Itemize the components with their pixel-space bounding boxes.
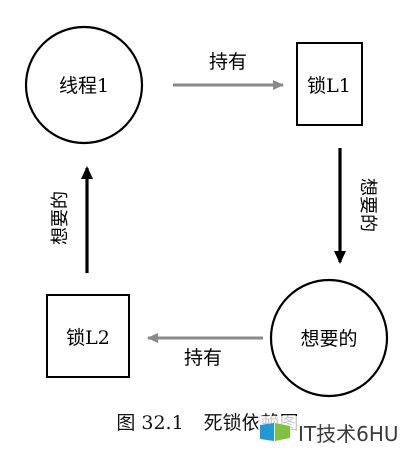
node-lock2: 锁L2 <box>46 294 130 378</box>
edge-wants-right-label: 想要的 <box>357 178 378 232</box>
edge-holds-top-label: 持有 <box>209 51 247 73</box>
edge-wants-left-label: 想要的 <box>50 191 71 245</box>
node-lock1-label: 锁L1 <box>307 75 351 97</box>
watermark: IT技术6HU <box>258 416 415 448</box>
watermark-logo-icon <box>260 423 290 441</box>
edge-wants-left: 想要的 <box>50 166 93 273</box>
figure-number: 图 32.1 <box>116 412 184 434</box>
node-wants: 想要的 <box>269 278 389 398</box>
node-thread1: 线程1 <box>24 25 144 145</box>
node-thread1-label: 线程1 <box>59 75 109 97</box>
edge-holds-bottom-label: 持有 <box>184 347 222 369</box>
watermark-text: IT技术6HU <box>298 421 399 446</box>
node-lock1: 锁L1 <box>296 42 363 126</box>
deadlock-diagram: 线程1 锁L1 想要的 锁L2 持有 想要的 持有 想要的 <box>24 25 389 398</box>
edge-holds-bottom: 持有 <box>147 333 263 369</box>
node-lock2-label: 锁L2 <box>66 327 110 349</box>
edge-holds-top: 持有 <box>173 51 284 90</box>
edge-wants-right: 想要的 <box>334 148 378 264</box>
node-wants-label: 想要的 <box>300 328 357 350</box>
